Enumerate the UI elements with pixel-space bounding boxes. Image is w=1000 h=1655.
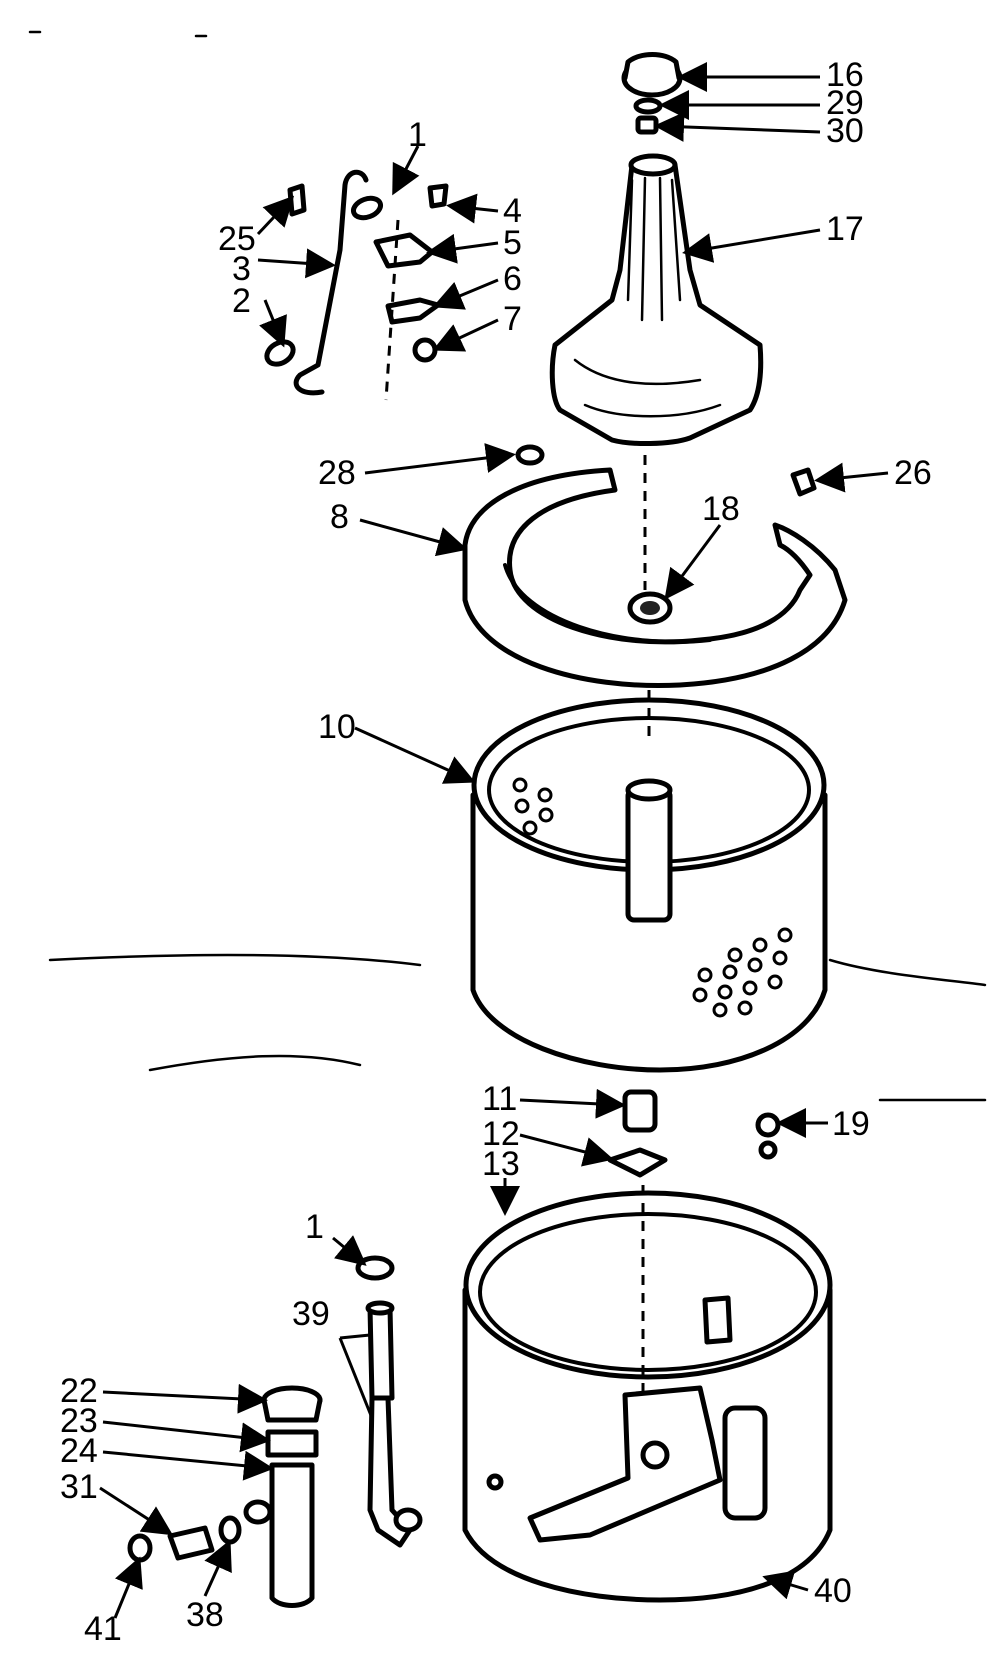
label-19: 19	[832, 1105, 870, 1143]
plate-6	[385, 297, 441, 325]
body-24	[269, 1462, 315, 1608]
seal-29	[633, 97, 663, 115]
label-1-top: 1	[408, 116, 427, 154]
label-8: 8	[330, 498, 349, 536]
label-39: 39	[292, 1295, 330, 1333]
label-10: 10	[318, 708, 356, 746]
label-26: 26	[894, 454, 932, 492]
clip-25	[287, 183, 307, 217]
bracket-5	[373, 232, 435, 269]
label-25: 25	[218, 220, 256, 258]
label-17: 17	[826, 210, 864, 248]
clamp-41	[127, 1533, 153, 1563]
grommet-1	[350, 195, 384, 221]
cam-30	[635, 115, 659, 135]
label-6: 6	[503, 260, 522, 298]
outer-tub-13	[462, 1185, 833, 1603]
label-7: 7	[503, 300, 522, 338]
nut-11	[622, 1089, 658, 1133]
tube-39	[367, 1305, 395, 1401]
label-22: 22	[60, 1372, 98, 1410]
label-4: 4	[503, 192, 522, 230]
hose-31	[167, 1525, 215, 1561]
label-11: 11	[482, 1080, 517, 1118]
label-30: 30	[826, 112, 864, 150]
leader-lines	[99, 62, 889, 1619]
scan-artifacts	[28, 30, 987, 1102]
basket-holes	[512, 777, 793, 1018]
drive-hub-parts	[607, 1089, 781, 1178]
label-3: 3	[232, 250, 251, 288]
tub-bracket	[527, 1385, 723, 1543]
label-13: 13	[482, 1145, 520, 1183]
ring-23	[265, 1429, 319, 1458]
label-29: 29	[826, 84, 864, 122]
spin-basket-10	[470, 690, 828, 1073]
tub-ring-8	[462, 444, 848, 689]
label-23: 23	[60, 1402, 98, 1440]
label-16: 16	[826, 56, 864, 94]
plug-28	[515, 444, 545, 466]
label-24: 24	[60, 1432, 98, 1470]
clip-26	[790, 467, 817, 497]
screw-4	[427, 183, 449, 209]
label-18: 18	[702, 490, 740, 528]
label-40: 40	[814, 1572, 852, 1610]
washer-38	[218, 1515, 242, 1545]
tub-post-40	[722, 1405, 768, 1521]
label-5: 5	[503, 224, 522, 262]
label-28: 28	[318, 454, 356, 492]
nut-7	[412, 337, 438, 363]
hose-clamp-2	[264, 339, 296, 367]
drain-assembly	[127, 1255, 423, 1608]
agitator-assembly	[549, 52, 764, 447]
washer-19	[755, 1112, 781, 1138]
label-38: 38	[186, 1596, 224, 1634]
label-41: 41	[84, 1610, 122, 1648]
inlet-hose-assembly	[264, 169, 449, 401]
label-2: 2	[232, 282, 251, 320]
grommet-1b	[355, 1255, 395, 1281]
label-12: 12	[482, 1115, 520, 1153]
label-1-bottom: 1	[305, 1208, 324, 1246]
agitator-17	[549, 157, 764, 447]
label-31: 31	[60, 1468, 98, 1506]
seal-12	[607, 1147, 668, 1178]
part-labels: 1 25 3 2 4 5 6 7 16 29 30 17 28 8 18 26 …	[60, 56, 932, 1648]
